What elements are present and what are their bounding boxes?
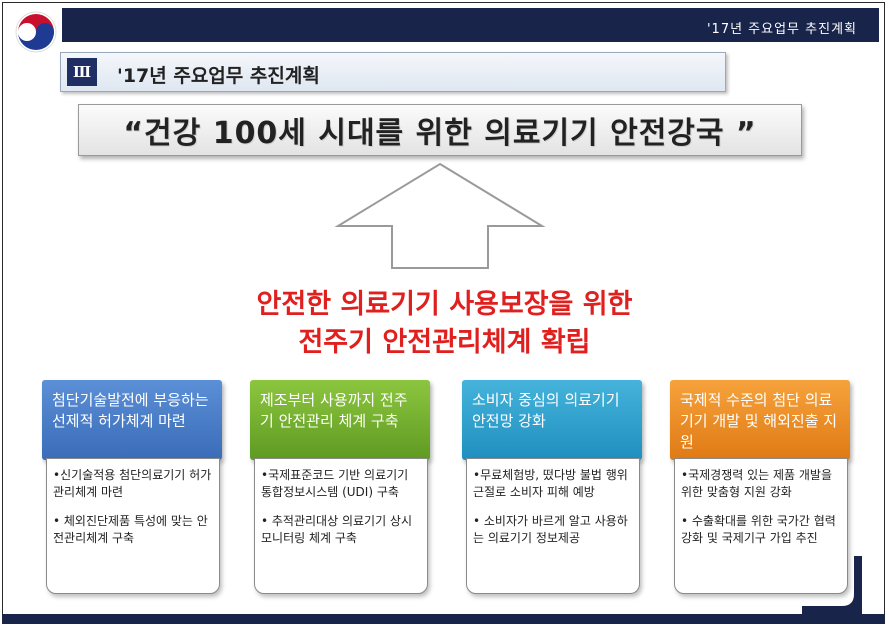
strategy-bullet: •무료체험방, 떴다방 불법 행위 근절로 소비자 피해 예방 <box>473 468 628 499</box>
strategy-card-heading: 국제적 수준의 첨단 의료기기 개발 및 해외진출 지원 <box>670 380 850 460</box>
top-header-bar: '17년 주요업무 추진계획 <box>62 8 879 42</box>
strategy-card-heading: 소비자 중심의 의료기기 안전망 강화 <box>462 380 642 460</box>
slogan-text: “건강 100세 시대를 위한 의료기기 안전강국 ” <box>123 116 757 151</box>
slogan-box: “건강 100세 시대를 위한 의료기기 안전강국 ” <box>78 104 802 156</box>
strategy-card-body: •신기술적용 첨단의료기기 허가관리체계 마련 • 체외진단제품 특성에 맞는 … <box>46 458 220 594</box>
strategy-card-1: 첨단기술발전에 부응하는 선제적 허가체계 마련 •신기술적용 첨단의료기기 허… <box>42 380 222 594</box>
strategy-bullet: •신기술적용 첨단의료기기 허가관리체계 마련 <box>53 468 212 499</box>
strategy-card-heading: 첨단기술발전에 부응하는 선제적 허가체계 마련 <box>42 380 222 460</box>
strategy-card-4: 국제적 수준의 첨단 의료기기 개발 및 해외진출 지원 •국제경쟁력 있는 제… <box>670 380 850 594</box>
top-header-title: '17년 주요업무 추진계획 <box>706 22 857 37</box>
corner-decoration-icon <box>802 556 862 614</box>
government-logo-icon <box>15 11 57 53</box>
headline-line-1: 안전한 의료기기 사용보장을 위한 <box>256 289 633 320</box>
strategy-bullet: • 체외진단제품 특성에 맞는 안전관리체계 구축 <box>53 514 208 545</box>
strategy-bullet: • 수출확대를 위한 국가간 협력 강화 및 국제기구 가입 추진 <box>681 514 836 545</box>
section-title-box: Ⅲ '17년 주요업무 추진계획 <box>60 52 726 92</box>
strategy-bullet: • 추적관리대상 의료기기 상시 모니터링 체계 구축 <box>261 514 413 545</box>
section-number-badge: Ⅲ <box>67 58 97 86</box>
strategy-card-body: •무료체험방, 떴다방 불법 행위 근절로 소비자 피해 예방 • 소비자가 바… <box>466 458 640 594</box>
strategy-card-body: •국제경쟁력 있는 제품 개발을 위한 맞춤형 지원 강화 • 수출확대를 위한… <box>674 458 848 594</box>
strategy-bullet: •국제경쟁력 있는 제품 개발을 위한 맞춤형 지원 강화 <box>681 468 833 499</box>
headline-line-2: 전주기 안전관리체계 확립 <box>298 327 591 358</box>
strategy-bullet: • 소비자가 바르게 알고 사용하는 의료기기 정보제공 <box>473 514 628 545</box>
section-title: '17년 주요업무 추진계획 <box>117 65 320 87</box>
strategy-bullet: •국제표준코드 기반 의료기기 통합정보시스템 (UDI) 구축 <box>261 468 409 499</box>
strategy-card-heading: 제조부터 사용까지 전주기 안전관리 체계 구축 <box>250 380 430 460</box>
strategy-card-3: 소비자 중심의 의료기기 안전망 강화 •무료체험방, 떴다방 불법 행위 근절… <box>462 380 642 594</box>
up-arrow-icon <box>334 162 546 269</box>
bottom-bar <box>2 614 885 624</box>
strategy-card-2: 제조부터 사용까지 전주기 안전관리 체계 구축 •국제표준코드 기반 의료기기… <box>250 380 430 594</box>
strategy-card-body: •국제표준코드 기반 의료기기 통합정보시스템 (UDI) 구축 • 추적관리대… <box>254 458 428 594</box>
